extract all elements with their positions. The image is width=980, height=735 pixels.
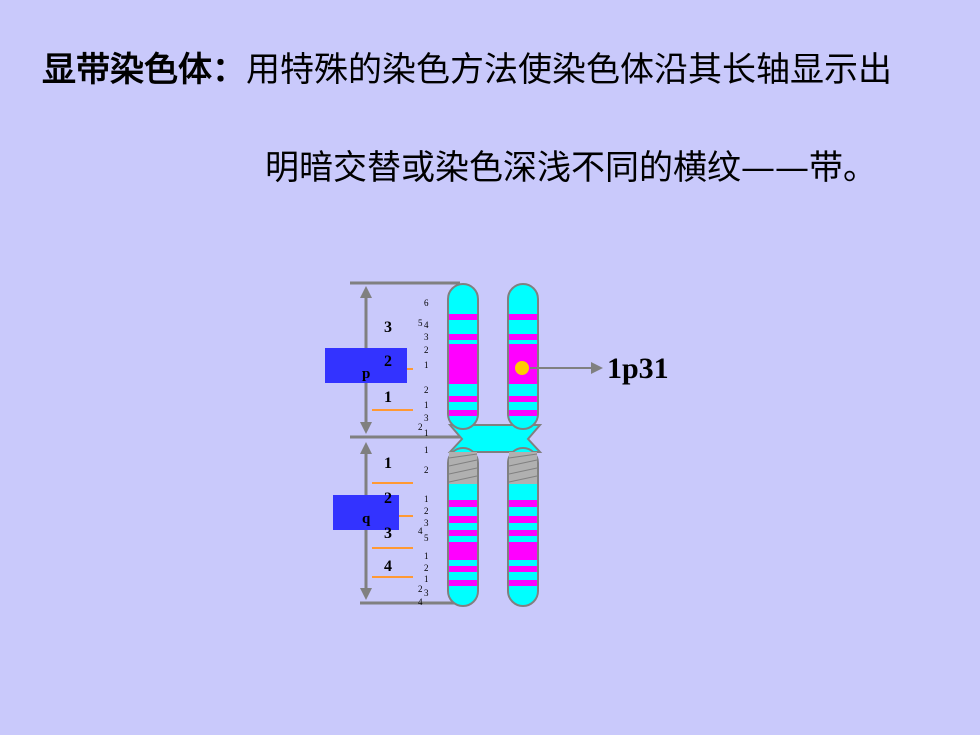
svg-text:2: 2 [424,465,429,475]
heading-line-2: 明暗交替或染色深浅不同的横纹——带。 [265,148,877,188]
svg-text:2: 2 [424,563,429,573]
q-region-2: 2 [384,490,392,507]
p-region-3: 3 [384,319,392,336]
p-arm-right-chromatid [507,283,539,430]
band-callout-label: 1p31 [607,352,669,385]
p-region-2: 2 [384,353,392,370]
svg-text:3: 3 [424,518,429,528]
heading-definition-1: 用特殊的染色方法使染色体沿其长轴显示出 [246,50,892,90]
q-region-3: 3 [384,525,392,542]
svg-text:1: 1 [424,574,429,584]
callout-arrow [530,362,603,374]
chromosome [447,283,543,607]
svg-text:2: 2 [424,506,429,516]
svg-text:1: 1 [424,551,429,561]
q-arm-box [333,495,399,530]
svg-text:4: 4 [424,320,429,330]
band-marker-dot [515,361,529,375]
svg-text:5: 5 [424,533,429,543]
svg-text:6: 6 [424,298,429,308]
heading-term: 显带染色体： [42,50,246,90]
p-region-1: 1 [384,389,392,406]
scale-bracket [350,281,460,605]
q-region-1: 1 [384,455,392,472]
svg-text:2: 2 [418,584,423,594]
svg-text:2: 2 [418,422,423,432]
svg-text:1: 1 [424,445,429,455]
svg-text:3: 3 [424,332,429,342]
svg-text:1: 1 [424,494,429,504]
svg-text:4: 4 [418,526,423,536]
svg-text:5: 5 [418,318,423,328]
svg-text:1: 1 [424,360,429,370]
heading-line-1: 显带染色体：用特殊的染色方法使染色体沿其长轴显示出 [42,42,892,91]
svg-text:4: 4 [418,597,423,607]
svg-text:1: 1 [424,428,429,438]
svg-text:3: 3 [424,588,429,598]
svg-text:2: 2 [424,385,429,395]
q-arm-label: q [362,511,371,527]
svg-text:3: 3 [424,413,429,423]
p-arm-box [325,348,407,383]
q-arm-right-chromatid [507,447,539,607]
q-arm-left-chromatid [447,447,479,607]
p-arm-left-chromatid [447,283,479,430]
p-arm-label: p [362,366,370,382]
q-region-4: 4 [384,558,392,575]
svg-text:1: 1 [424,400,429,410]
region-dividers [372,368,413,578]
svg-text:2: 2 [424,345,429,355]
